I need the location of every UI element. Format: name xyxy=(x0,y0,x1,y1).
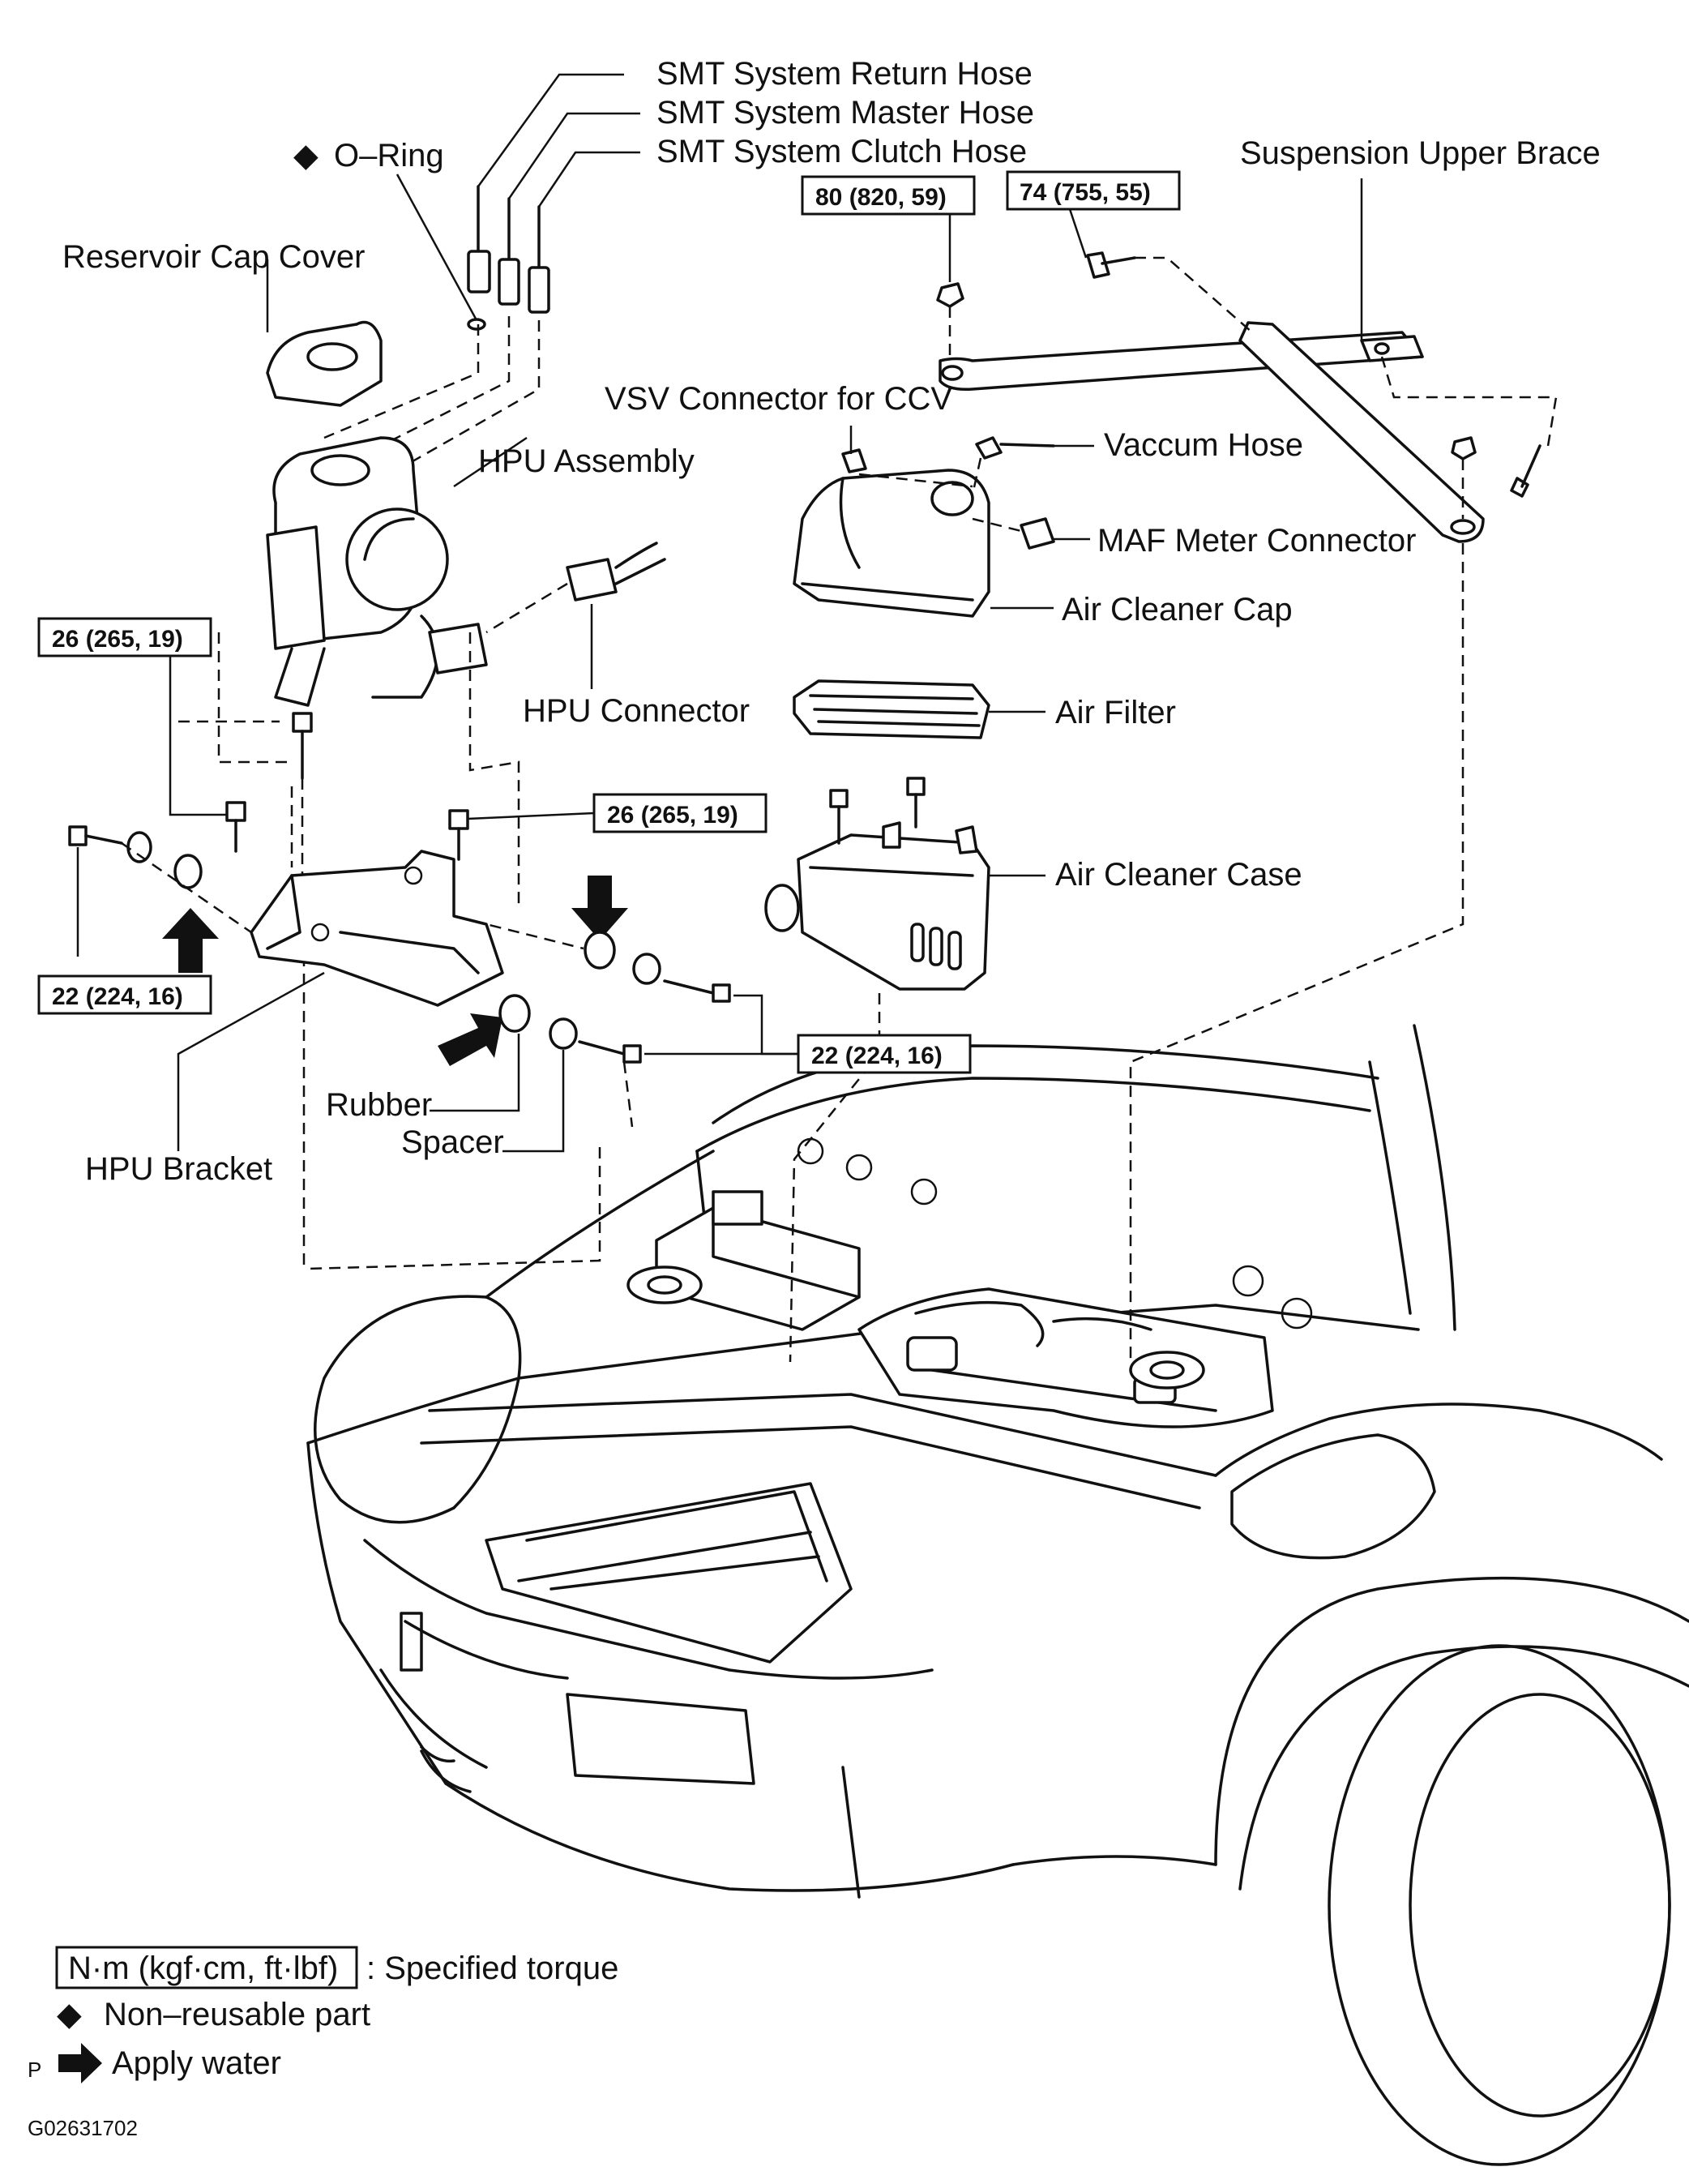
air-cap-dash xyxy=(972,517,1022,533)
return-hose-leader xyxy=(477,73,624,187)
reservoir-cap-cover-label: Reservoir Cap Cover xyxy=(62,239,365,275)
legend-torque-desc: : Specified torque xyxy=(366,1951,618,1986)
legend-apply-water-text: Apply water xyxy=(112,2045,281,2081)
suspension-upper-brace xyxy=(939,321,1485,543)
bolt-left xyxy=(225,801,246,853)
o-ring-label: O–Ring xyxy=(334,138,444,173)
spacer-leader xyxy=(502,1050,565,1153)
water-arrow-right xyxy=(438,1013,502,1066)
hpu-guide-dash xyxy=(396,320,541,472)
o-ring-leader xyxy=(396,173,478,321)
mount-dash xyxy=(307,1147,601,1270)
vaccum-hose xyxy=(975,436,1055,460)
bracket-dash xyxy=(468,632,520,908)
air-cleaner-cap xyxy=(793,448,990,618)
hpu-upper-leader xyxy=(169,656,227,816)
hpu-bracket-label: HPU Bracket xyxy=(85,1151,272,1187)
brace-fasteners xyxy=(936,251,1541,498)
air-cap-dash xyxy=(971,457,982,495)
brace-dash xyxy=(1135,256,1253,333)
smt-hoses xyxy=(467,185,550,331)
page-letter: P xyxy=(28,2058,41,2082)
torque-value: 22 (224, 16) xyxy=(811,1043,943,1069)
hpu-connector xyxy=(566,542,666,602)
hpu-bracket-leader xyxy=(177,971,325,1151)
apply-water-arrow-icon xyxy=(58,2043,102,2083)
hpu-assembly-leader xyxy=(453,436,528,488)
smt-clutch-hose-label: SMT System Clutch Hose xyxy=(656,134,1027,169)
bracket-side-parts xyxy=(68,825,203,889)
reservoir-cap-cover xyxy=(266,320,383,407)
legend-non-reusable-symbol: ◆ xyxy=(57,1997,82,2032)
clutch-hose-leader xyxy=(537,151,640,208)
hpu-guide-dash xyxy=(323,324,480,439)
air-cleaner-case-label: Air Cleaner Case xyxy=(1055,857,1302,893)
torque-box-brace-nut: 80 (820, 59) xyxy=(801,175,976,216)
torque-value: 26 (265, 19) xyxy=(607,802,738,829)
car-front-drawing xyxy=(306,1024,1689,2166)
rubber-label: Rubber xyxy=(326,1087,432,1123)
vsv-connector-label: VSV Connector for CCV xyxy=(605,381,952,417)
rubber-leader xyxy=(430,1034,520,1112)
torque-box-hpu-upper: 26 (265, 19) xyxy=(37,617,212,657)
non-reusable-symbol: ◆ xyxy=(293,138,319,173)
hpu-assembly xyxy=(266,436,488,707)
suspension-upper-brace-label: Suspension Upper Brace xyxy=(1240,135,1601,171)
smt-return-hose-label: SMT System Return Hose xyxy=(656,56,1033,92)
brace-dash xyxy=(1380,356,1558,447)
torque-74-leader xyxy=(1068,208,1088,259)
water-arrow-down xyxy=(571,876,628,940)
hpu-bracket xyxy=(250,850,504,1007)
maf-meter-connector-label: MAF Meter Connector xyxy=(1097,523,1416,559)
air-case-bolts xyxy=(829,777,926,845)
connector-dash xyxy=(485,582,568,634)
bracket-bolt-leader xyxy=(467,812,595,820)
torque-box-side-bolt: 22 (224, 16) xyxy=(37,974,212,1015)
bracket-dash xyxy=(217,632,292,764)
torque-value: 22 (224, 16) xyxy=(52,983,183,1010)
bolt-upper xyxy=(292,712,313,780)
torque-box-brace-bolt: 74 (755, 55) xyxy=(1006,170,1181,211)
torque-value: 26 (265, 19) xyxy=(52,626,183,653)
air-cleaner-case xyxy=(764,821,990,991)
legend: N·m (kgf·cm, ft·lbf) : Specified torque … xyxy=(28,1946,618,2140)
legend-torque-unit: N·m (kgf·cm, ft·lbf) xyxy=(68,1951,338,1986)
side-bolt-dash xyxy=(121,841,252,934)
hpu-assembly-label: HPU Assembly xyxy=(478,443,695,479)
maf-connector xyxy=(1020,517,1055,550)
torque-box-bracket-bolt: 26 (265, 19) xyxy=(592,793,768,833)
hpu-guide-dash xyxy=(364,316,511,456)
air-cap-dash xyxy=(858,473,973,488)
air-cleaner-cap-label: Air Cleaner Cap xyxy=(1062,592,1293,627)
bracket-mount-parts xyxy=(498,931,731,1064)
brace-dash xyxy=(1129,543,1465,1362)
torque-value: 74 (755, 55) xyxy=(1020,179,1151,206)
torque-box-mount-bolts: 22 (224, 16) xyxy=(797,1034,972,1074)
spacer-label: Spacer xyxy=(401,1124,504,1160)
legend-non-reusable-text: Non–reusable part xyxy=(104,1997,370,2032)
smt-master-hose-label: SMT System Master Hose xyxy=(656,95,1034,131)
mount-dash xyxy=(622,1061,634,1128)
master-hose-leader xyxy=(507,112,640,199)
mount-dash xyxy=(453,914,584,950)
bolt-center xyxy=(448,809,469,861)
figure-id: G02631702 xyxy=(28,2116,138,2140)
air-filter xyxy=(793,679,990,739)
water-arrow-up xyxy=(162,908,219,973)
air-filter-label: Air Filter xyxy=(1055,695,1176,730)
vaccum-hose-label: Vaccum Hose xyxy=(1104,427,1303,463)
hpu-connector-label: HPU Connector xyxy=(523,693,750,729)
torque-value: 80 (820, 59) xyxy=(815,184,947,211)
